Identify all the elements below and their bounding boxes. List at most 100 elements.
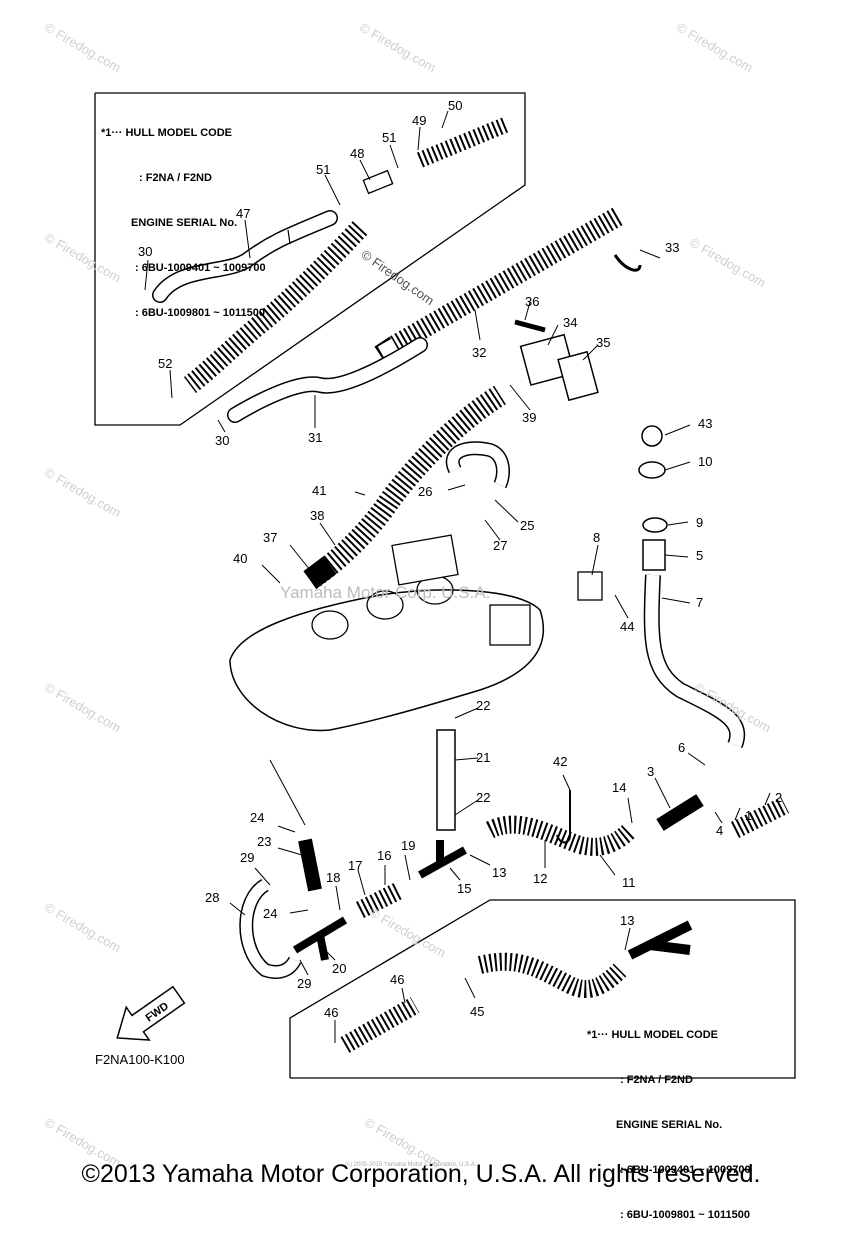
- note-serial-range-1: : 6BU-1009401 ~ 1009700: [620, 1164, 751, 1176]
- callout-27: 27: [493, 538, 507, 553]
- note-hull-code: HULL MODEL CODE: [125, 127, 232, 139]
- tee-15: [418, 840, 467, 879]
- small-credit: (c) 2005-2015 Yamaha Motor Corporation, …: [345, 1162, 477, 1168]
- bracket-8: [577, 571, 603, 601]
- engine-manifold: [229, 589, 545, 732]
- note-serial-heading: ENGINE SERIAL No.: [616, 1119, 723, 1131]
- callout-30: 30: [138, 244, 152, 259]
- callout-46: 46: [324, 1005, 338, 1020]
- clamp-33: [613, 254, 642, 272]
- o-ring-9: [642, 517, 668, 533]
- callout-46: 46: [390, 972, 404, 987]
- callout-29: 29: [240, 850, 254, 865]
- note-serial-range-1: : 6BU-1009401 ~ 1009700: [135, 262, 266, 274]
- callout-22: 22: [476, 790, 490, 805]
- callout-2: 2: [775, 790, 782, 805]
- hook-42: [556, 790, 571, 844]
- callout-19: 19: [401, 838, 415, 853]
- hose-11: [485, 815, 637, 856]
- hose-50: [416, 117, 509, 168]
- note-models: : F2NA / F2ND: [139, 172, 212, 184]
- bottom-inset-note: *1··· HULL MODEL CODE : F2NA / F2ND ENGI…: [587, 998, 751, 1238]
- hose-23: [298, 838, 322, 892]
- callout-22: 22: [476, 698, 490, 713]
- callout-18: 18: [326, 870, 340, 885]
- callout-17: 17: [348, 858, 362, 873]
- joint-3: [656, 794, 704, 831]
- callout-23: 23: [257, 834, 271, 849]
- inset-hose-long: [477, 952, 627, 998]
- callout-51: 51: [382, 130, 396, 145]
- callout-38: 38: [310, 508, 324, 523]
- callout-48: 48: [350, 146, 364, 161]
- fwd-arrow: FWD: [116, 985, 186, 1041]
- callout-16: 16: [377, 848, 391, 863]
- parts-diagram: 50 49 51 48 51 47 30 33 36 34 35 32 52 3…: [94, 92, 796, 1079]
- nut-10: [638, 461, 666, 479]
- callout-13: 13: [492, 865, 506, 880]
- callout-20: 20: [332, 961, 346, 976]
- cap-43: [641, 425, 663, 447]
- callout-5: 5: [696, 548, 703, 563]
- note-models: : F2NA / F2ND: [620, 1074, 693, 1086]
- callout-6: 6: [678, 740, 685, 755]
- note-serial-heading: ENGINE SERIAL No.: [131, 217, 238, 229]
- joint-48: [362, 169, 394, 195]
- callout-42: 42: [553, 754, 567, 769]
- center-watermark: Yamaha Motor Corp. U.S.A.: [280, 583, 491, 602]
- note-serial-range-2: : 6BU-1009801 ~ 1011500: [620, 1209, 750, 1221]
- callout-44: 44: [620, 619, 634, 634]
- note-marker: *1···: [587, 1029, 609, 1041]
- callout-52: 52: [158, 356, 172, 371]
- note-hull-code: HULL MODEL CODE: [611, 1029, 718, 1041]
- callout-41: 41: [312, 483, 326, 498]
- callout-4: 4: [716, 823, 723, 838]
- callout-13: 13: [620, 913, 634, 928]
- callout-24: 24: [263, 906, 277, 921]
- callout-8: 8: [593, 530, 600, 545]
- neck-5: [642, 539, 666, 571]
- hose-38: [303, 385, 506, 590]
- callout-7: 7: [696, 595, 703, 610]
- callout-30: 30: [215, 433, 229, 448]
- callout-25: 25: [520, 518, 534, 533]
- callout-9: 9: [696, 515, 703, 530]
- inset-hose-corrugated: [340, 997, 420, 1053]
- callout-21: 21: [476, 750, 490, 765]
- note-marker: *1···: [101, 127, 123, 139]
- callout-50: 50: [448, 98, 462, 113]
- callout-51: 51: [316, 162, 330, 177]
- callout-15: 15: [457, 881, 471, 896]
- top-inset-note: *1··· HULL MODEL CODE : F2NA / F2ND ENGI…: [101, 96, 266, 336]
- callout-10: 10: [698, 454, 712, 469]
- callout-31: 31: [308, 430, 322, 445]
- bolt-36: [514, 319, 546, 333]
- callout-36: 36: [525, 294, 539, 309]
- callout-26: 26: [418, 484, 432, 499]
- hose-2: [730, 796, 790, 839]
- hose-32: [389, 206, 626, 354]
- tee-20: [292, 916, 348, 961]
- diagram-code: F2NA100-K100: [95, 1052, 185, 1067]
- callout-11: 11: [622, 875, 636, 890]
- inset-joint: [627, 920, 693, 960]
- callout-28: 28: [205, 890, 219, 905]
- callout-1: 1: [745, 808, 752, 823]
- callout-43: 43: [698, 416, 712, 431]
- callout-3: 3: [647, 764, 654, 779]
- note-serial-range-2: : 6BU-1009801 ~ 1011500: [135, 307, 265, 319]
- callout-12: 12: [533, 871, 547, 886]
- top-inset-border: [94, 92, 526, 426]
- callout-24: 24: [250, 810, 264, 825]
- callout-labels: 50 49 51 48 51 47 30 33 36 34 35 32 52 3…: [138, 98, 782, 1020]
- callout-45: 45: [470, 1004, 484, 1019]
- callout-29: 29: [297, 976, 311, 991]
- callout-39: 39: [522, 410, 536, 425]
- callout-49: 49: [412, 113, 426, 128]
- callout-34: 34: [563, 315, 577, 330]
- gasket-35: [557, 350, 599, 402]
- callout-47: 47: [236, 206, 250, 221]
- callout-40: 40: [233, 551, 247, 566]
- pipe-21: [436, 729, 456, 831]
- callout-14: 14: [612, 780, 626, 795]
